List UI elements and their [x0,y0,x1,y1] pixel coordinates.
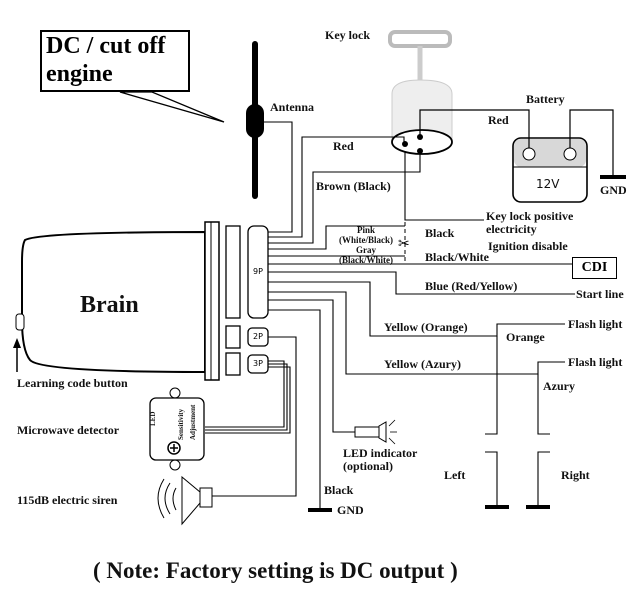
flash-light-1-label: Flash light [568,317,623,331]
wire-label-black: Black [425,226,455,240]
led-indicator-label: LED indicator (optional) [343,446,418,474]
battery-label: Battery [526,92,565,106]
callout-line-1: DC / cut off [46,33,166,59]
gnd-label: GND [600,183,627,197]
key-lock-positive-label: Key lock positive electricity [486,209,574,237]
key-lock-label: Key lock [325,28,370,42]
gnd-bottom-label: GND [337,503,364,517]
learning-code-arrow-icon [13,338,21,372]
factory-setting-note: ( Note: Factory setting is DC output ) [93,558,458,583]
battery-icon [512,137,588,203]
antenna-icon [246,41,264,199]
wire-label-yellow-orange: Yellow (Orange) [384,320,468,334]
orange-label: Orange [506,330,545,344]
right-label: Right [561,468,590,482]
wire-led [268,299,355,433]
wire-brown [268,151,421,244]
wire-antenna [264,121,293,233]
brain-label: Brain [80,292,139,318]
battery-voltage: 12V [536,177,560,191]
pink-line2: (White/Black) [339,234,393,245]
callout-box: DC / cut off engine [40,30,190,92]
microwave-detector-label: Microwave detector [17,423,120,437]
wire-3p-c [205,366,291,434]
wire-azury-right [537,374,550,435]
wire-label-brown: Brown (Black) [316,179,391,193]
key-lock-positive-line1: Key lock positive [486,209,574,223]
learning-code-button-label: Learning code button [17,376,128,390]
callout-pointer [119,91,225,123]
connector-2p-label: 2P [253,332,263,341]
wire-label-black-white: Black/White [425,250,490,264]
left-label: Left [444,468,466,482]
led-indicator-line2: (optional) [343,459,394,474]
detector-led-label: LED [149,411,157,426]
wire-label-blue: Blue (Red/Yellow) [425,279,518,293]
gray-line1: Gray [356,244,376,255]
wire-key-positive [404,151,484,221]
wire-yellow-azury [268,291,565,375]
gnd-symbol-bottom [308,508,332,512]
scissors-icon: ✂ [398,236,410,252]
led-indicator-line1: LED indicator [343,446,418,460]
wire-label-red-battery: Red [488,113,509,127]
ignition-disable-label: Ignition disable [488,239,568,253]
led-indicator-icon [354,419,397,445]
wire-orange-left [485,336,498,435]
wire-label-red: Red [333,139,354,153]
wire-blue [268,271,575,295]
antenna-label: Antenna [270,100,315,114]
siren-label: 115dB electric siren [17,493,118,507]
wire-left-gnd [485,451,498,505]
siren-icon [157,475,213,526]
wire-right-gnd [537,451,550,505]
gray-line2: (Black/White) [339,254,393,265]
wire-red-battery [419,109,530,148]
cdi-box: CDI [572,257,617,279]
wire-battery-gnd [569,109,614,176]
wire-gnd-black [268,309,321,510]
brain-unit [15,221,241,381]
gnd-symbol-left [485,505,509,509]
connector-9p-label: 9P [253,267,263,276]
wire-pink [268,225,405,250]
callout-line-2: engine [46,61,113,87]
wire-label-pink-gray: Pink (White/Black) Gray (Black/White) [330,225,402,266]
microwave-detector-icon [149,387,205,471]
wire-yellow-orange [268,281,565,337]
wire-label-black-gnd: Black [324,483,354,497]
pink-line1: Pink [356,225,375,235]
gnd-symbol-right [526,505,550,509]
connector-3p-label: 3P [253,359,263,368]
wire-2p [212,336,297,497]
key-lock-icon [388,30,453,155]
azury-label: Azury [543,379,575,393]
gnd-symbol [600,175,626,179]
start-line-label: Start line [576,287,624,301]
wire-3p-b [205,363,288,431]
wire-3p-a [205,360,285,428]
wire-red [268,136,405,238]
flash-light-2-label: Flash light [568,355,623,369]
detector-sensitivity-label: Sensitivity [177,408,185,440]
wire-label-yellow-azury: Yellow (Azury) [384,357,461,371]
detector-adjustment-label: Adjustment [189,404,197,440]
key-lock-positive-line2: electricity [486,222,537,237]
